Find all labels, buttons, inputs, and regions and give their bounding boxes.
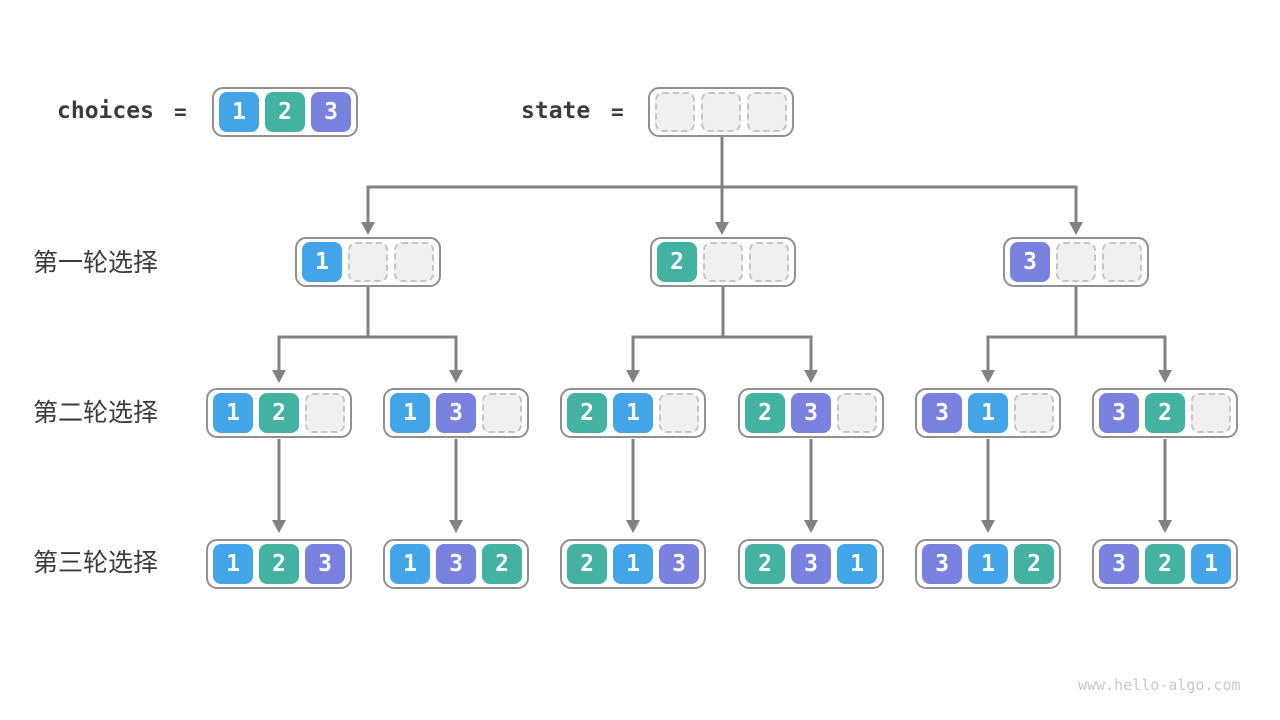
empty-slot [1056,242,1096,282]
row-label-round-1: 第一轮选择 [33,248,159,277]
value-cell-1: 1 [613,544,653,584]
empty-slot [659,393,699,433]
state-label: state [521,98,591,124]
value-cell-3: 3 [311,92,351,132]
state-box [648,87,794,137]
value-cell-3: 3 [1099,544,1139,584]
value-cell-2: 2 [567,544,607,584]
value-cell-1: 1 [837,544,877,584]
value-cell-2: 2 [745,393,785,433]
value-cell-3: 3 [922,393,962,433]
equals-sign: = [174,100,187,124]
value-cell-1: 1 [968,393,1008,433]
value-cell-1: 1 [213,393,253,433]
state-box-round1-3: 3 [1003,237,1149,287]
equals-sign: = [611,100,624,124]
watermark: www.hello-algo.com [1078,676,1241,694]
value-cell-3: 3 [791,544,831,584]
value-cell-2: 2 [1014,544,1054,584]
value-cell-1: 1 [213,544,253,584]
row-label-round-2: 第二轮选择 [33,398,159,427]
value-cell-2: 2 [259,544,299,584]
row-label-round-3: 第三轮选择 [33,548,159,577]
value-cell-1: 1 [302,242,342,282]
value-cell-3: 3 [1010,242,1050,282]
value-cell-1: 1 [219,92,259,132]
value-cell-3: 3 [791,393,831,433]
value-cell-1: 1 [390,393,430,433]
value-cell-2: 2 [567,393,607,433]
value-cell-3: 3 [922,544,962,584]
empty-slot [1014,393,1054,433]
value-cell-1: 1 [613,393,653,433]
empty-slot [1191,393,1231,433]
value-cell-1: 1 [968,544,1008,584]
empty-slot [703,242,743,282]
empty-slot [482,393,522,433]
state-box-round1-1: 1 [295,237,441,287]
value-cell-1: 1 [390,544,430,584]
empty-slot [394,242,434,282]
empty-slot [749,242,789,282]
value-cell-2: 2 [1145,544,1185,584]
value-cell-2: 2 [1145,393,1185,433]
value-cell-2: 2 [657,242,697,282]
value-cell-2: 2 [482,544,522,584]
value-cell-3: 3 [436,393,476,433]
value-cell-3: 3 [659,544,699,584]
choices-label: choices [57,98,154,124]
value-cell-1: 1 [1191,544,1231,584]
value-cell-2: 2 [745,544,785,584]
value-cell-3: 3 [305,544,345,584]
state-box-round1-2: 2 [650,237,796,287]
empty-slot [305,393,345,433]
empty-slot [701,92,741,132]
empty-slot [837,393,877,433]
empty-slot [1102,242,1142,282]
empty-slot [348,242,388,282]
empty-slot [747,92,787,132]
empty-slot [655,92,695,132]
value-cell-3: 3 [1099,393,1139,433]
value-cell-2: 2 [265,92,305,132]
value-cell-3: 3 [436,544,476,584]
value-cell-2: 2 [259,393,299,433]
